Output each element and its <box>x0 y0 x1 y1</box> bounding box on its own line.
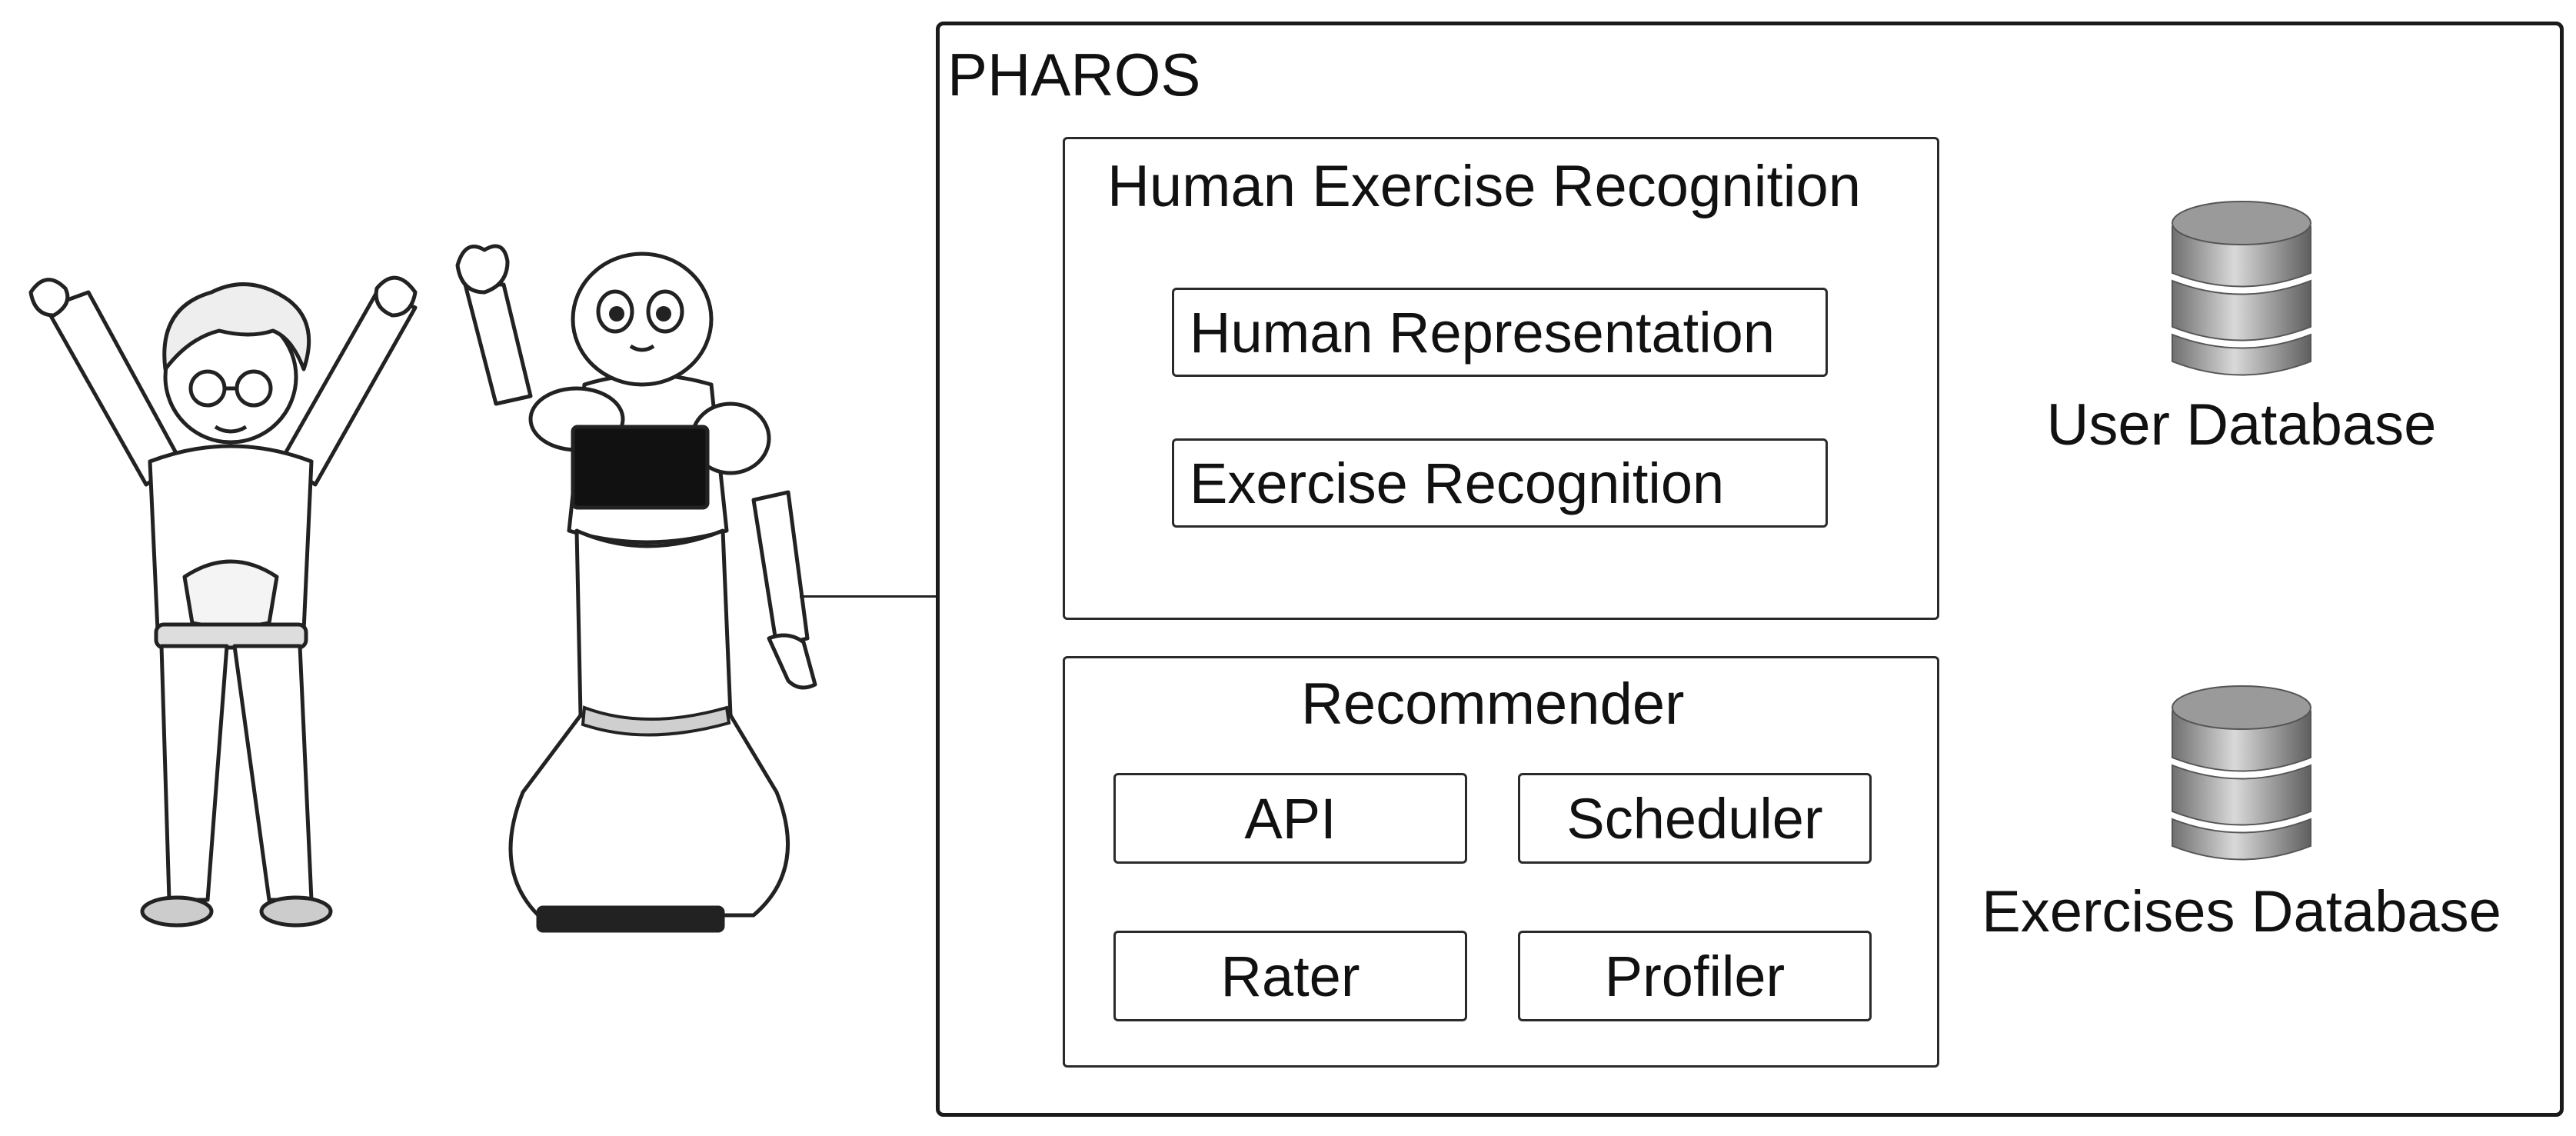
user-database-icon <box>2172 201 2311 376</box>
exercises-database-label: Exercises Database <box>1982 879 2501 944</box>
pharos-title: PHAROS <box>947 41 1201 108</box>
person-illustration <box>28 275 418 928</box>
profiler-box: Profiler <box>1518 931 1872 1021</box>
api-box: API <box>1113 773 1467 864</box>
human-representation-box: Human Representation <box>1172 288 1828 377</box>
recommender-title: Recommender <box>1301 671 1685 737</box>
robot-illustration <box>455 244 817 933</box>
scheduler-box: Scheduler <box>1518 773 1872 864</box>
exercise-recognition-box: Exercise Recognition <box>1172 438 1828 528</box>
user-database-label: User Database <box>2046 392 2437 458</box>
her-module <box>1063 137 1939 620</box>
her-title: Human Exercise Recognition <box>1107 154 1862 219</box>
exercises-database-icon <box>2172 685 2311 861</box>
rater-box: Rater <box>1113 931 1467 1021</box>
connector-line <box>800 595 938 598</box>
